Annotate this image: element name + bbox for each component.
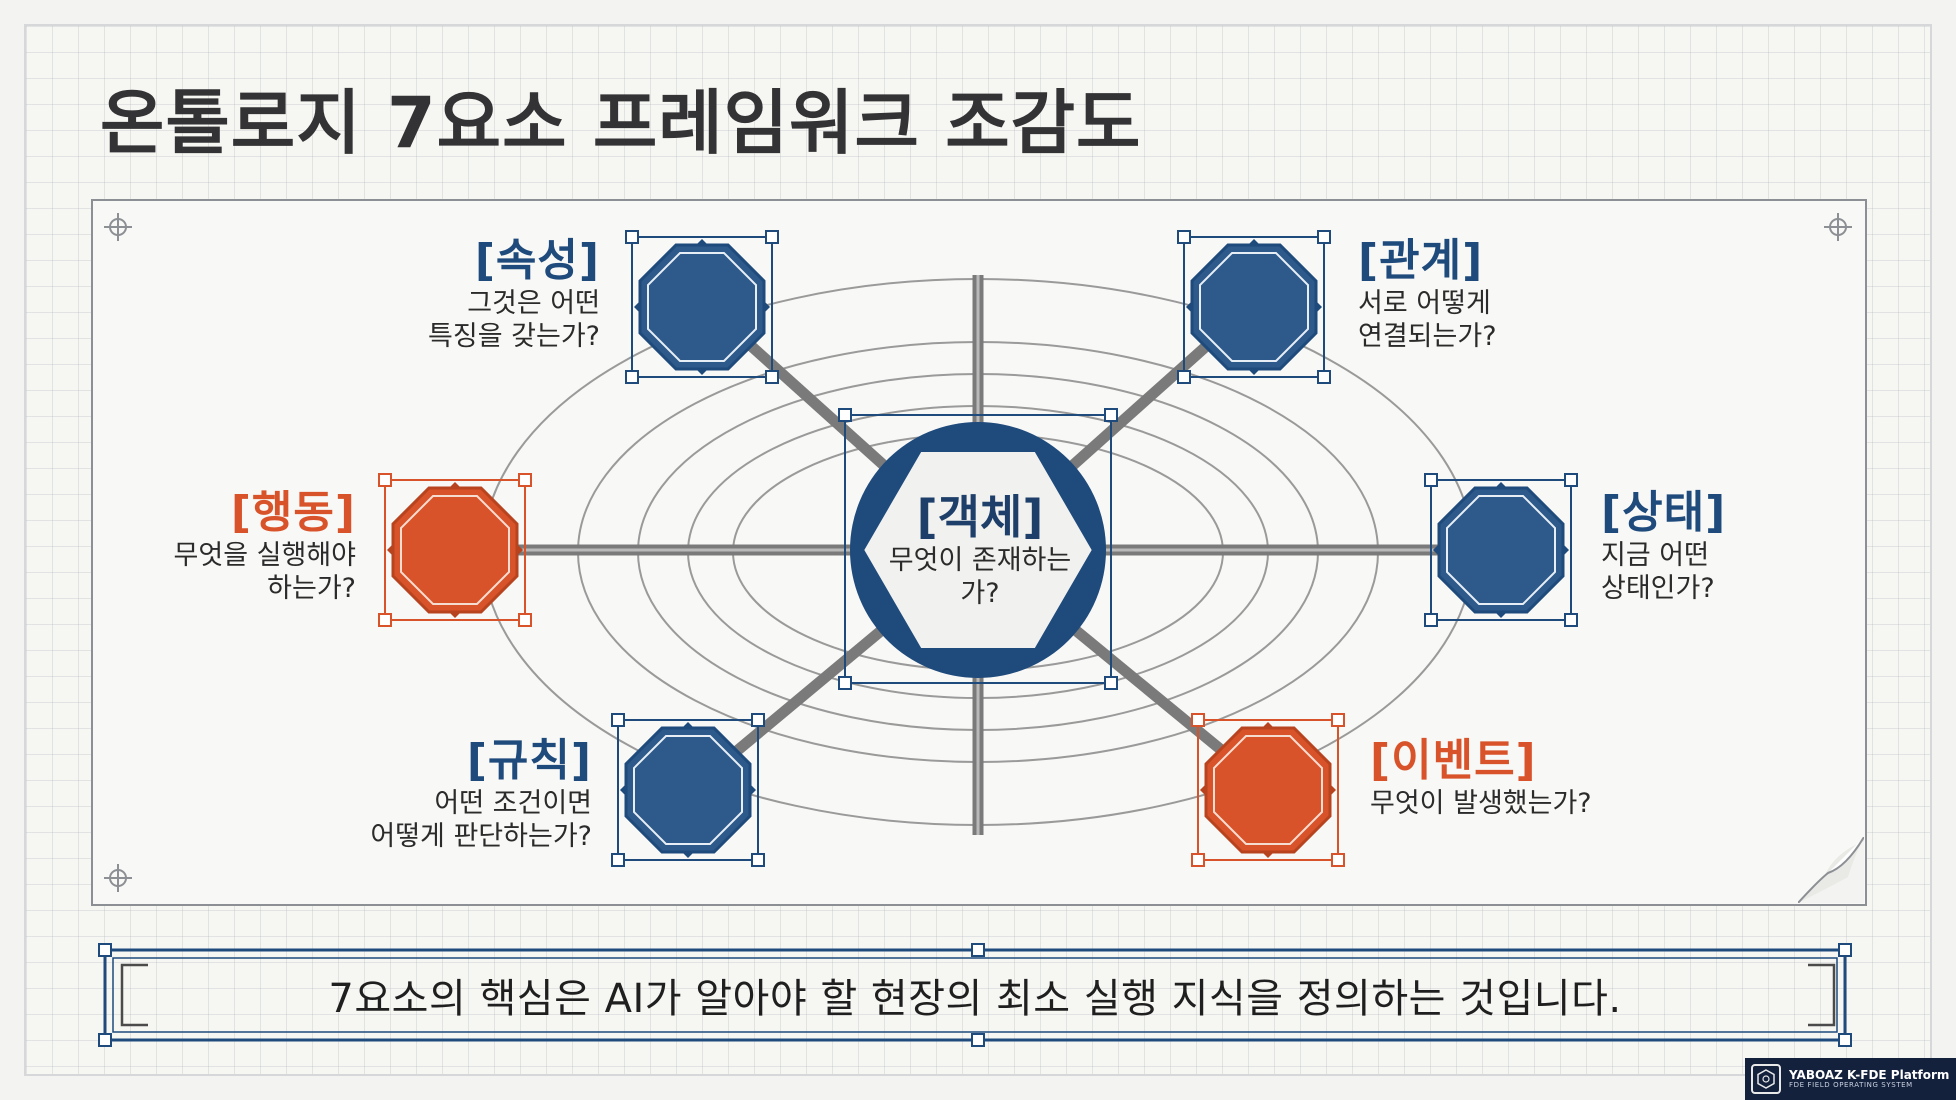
label-behavior: [행동] 무엇을 실행해야 하는가? bbox=[120, 486, 356, 606]
label-attribute: [속성] 그것은 어떤 특징을 갖는가? bbox=[380, 234, 600, 354]
center-handles bbox=[838, 408, 1118, 690]
label-relation-line-1: 서로 어떻게 bbox=[1358, 287, 1491, 319]
label-event-line-1: 무엇이 발생했는가? bbox=[1370, 787, 1592, 819]
node-attribute bbox=[625, 230, 779, 384]
label-relation-head: [관계] bbox=[1358, 235, 1484, 286]
label-relation: [관계] 서로 어떻게 연결되는가? bbox=[1358, 234, 1598, 354]
label-behavior-line-1: 무엇을 실행해야 bbox=[173, 539, 356, 571]
label-rule-head: [규칙] bbox=[466, 735, 592, 786]
crosshair-marks bbox=[104, 213, 1852, 892]
node-event bbox=[1191, 713, 1345, 867]
label-state-line-2: 상태인가? bbox=[1601, 572, 1715, 604]
label-event: [이벤트] 무엇이 발생했는가? bbox=[1370, 734, 1670, 821]
label-rule: [규칙] 어떤 조건이면 어떻게 판단하는가? bbox=[300, 734, 592, 854]
page-curl bbox=[1798, 837, 1864, 903]
center-label: [객체] 무엇이 존재하는가? bbox=[880, 490, 1080, 610]
node-rule bbox=[611, 713, 765, 867]
platform-name: YABOAZ K-FDE Platform bbox=[1789, 1067, 1950, 1082]
center-hexagon bbox=[859, 448, 1097, 652]
node-behavior bbox=[378, 473, 532, 627]
label-attribute-head: [속성] bbox=[474, 235, 600, 286]
label-behavior-head: [행동] bbox=[230, 487, 356, 538]
summary-brackets bbox=[120, 963, 1836, 1027]
label-state-head: [상태] bbox=[1601, 487, 1727, 538]
platform-badge: YABOAZ K-FDE Platform FDE FIELD OPERATIN… bbox=[1745, 1058, 1956, 1100]
node-relation bbox=[1177, 230, 1331, 384]
label-relation-line-2: 연결되는가? bbox=[1358, 320, 1497, 352]
label-event-head: [이벤트] bbox=[1370, 735, 1537, 786]
label-rule-line-1: 어떤 조건이면 bbox=[434, 787, 592, 819]
platform-logo-icon bbox=[1751, 1064, 1781, 1094]
summary-text: 7요소의 핵심은 AI가 알아야 할 현장의 최소 실행 지식을 정의하는 것입… bbox=[328, 976, 1622, 1022]
platform-subtitle: FDE FIELD OPERATING SYSTEM bbox=[1789, 1080, 1913, 1089]
label-rule-line-2: 어떻게 판단하는가? bbox=[370, 820, 592, 852]
center-question: 무엇이 존재하는가? bbox=[888, 545, 1072, 609]
label-attribute-line-2: 특징을 갖는가? bbox=[428, 320, 600, 352]
center-head: [객체] bbox=[916, 490, 1044, 544]
page-title: 온톨로지 7요소 프레임워크 조감도 bbox=[100, 82, 1142, 164]
center-selection bbox=[844, 414, 1112, 684]
label-behavior-line-2: 하는가? bbox=[267, 572, 356, 604]
label-state-line-1: 지금 어떤 bbox=[1601, 539, 1709, 571]
label-attribute-line-1: 그것은 어떤 bbox=[467, 287, 600, 319]
label-state: [상태] 지금 어떤 상태인가? bbox=[1601, 486, 1801, 606]
summary-handles bbox=[98, 943, 1852, 1047]
node-state bbox=[1424, 473, 1578, 627]
